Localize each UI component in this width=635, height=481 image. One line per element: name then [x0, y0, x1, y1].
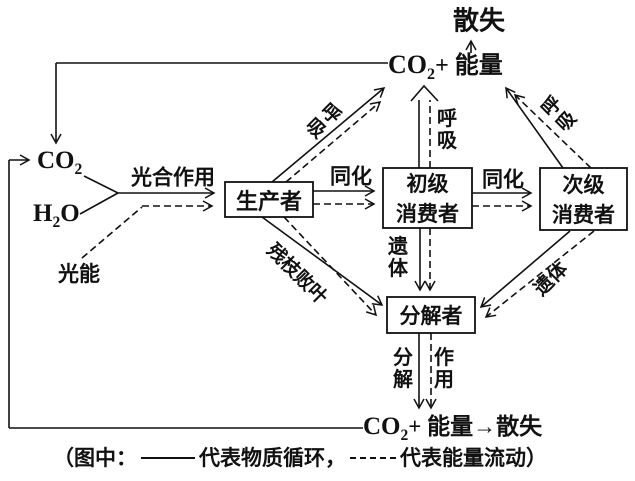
- secondary-consumer-box: [539, 167, 628, 231]
- material-cycle-top-loop: [50, 62, 388, 145]
- h2o-label: H2O: [33, 200, 80, 231]
- assimilation-arrow-2: [472, 187, 533, 212]
- material-cycle-bottom-loop: [8, 154, 363, 429]
- decomposer-box: [386, 296, 476, 334]
- action-label: 作 用: [434, 347, 454, 391]
- primary-respiration-label: 呼 吸: [437, 108, 457, 152]
- litter-arrow: [261, 216, 384, 317]
- photosynthesis-arrows: [79, 175, 216, 259]
- secondary-respiration-arrow: [505, 86, 592, 169]
- legend-dashed-line-swatch: [350, 457, 396, 460]
- assimilation-arrow-1: [313, 185, 376, 210]
- primary-consumer-label: 初级消费者: [396, 172, 459, 226]
- dissipation-top-label: 散失: [452, 6, 506, 36]
- primary-respiration-arrow: [410, 84, 439, 168]
- arrow-right-glyph: →: [473, 414, 497, 439]
- primary-consumer-box: [382, 167, 473, 229]
- assimilation-label-2: 同化: [482, 167, 524, 192]
- co2-energy-top-label: CO2+ 能量: [388, 50, 503, 84]
- light-energy-label: 光能: [58, 262, 100, 286]
- producer-box: [224, 181, 314, 218]
- co2-energy-bottom-label: CO2+ 能量→散失: [363, 413, 543, 444]
- primary-remains-arrow: [414, 228, 436, 292]
- legend-caption: （图中：代表物质循环，代表能量流动）: [53, 446, 547, 470]
- producer-label: 生产者: [235, 188, 302, 214]
- primary-remains-label: 遗 体: [388, 236, 408, 280]
- decomposition-arrow: [413, 333, 437, 410]
- co2-left-label: CO2: [37, 147, 83, 178]
- photosynthesis-label: 光合作用: [131, 165, 215, 190]
- producer-respiration-arrow: [271, 87, 386, 183]
- secondary-remains-arrow: [479, 230, 595, 318]
- legend-solid-line-swatch: [141, 457, 195, 460]
- decomposer-label: 分解者: [399, 304, 463, 328]
- decompose-label: 分 解: [393, 347, 413, 391]
- assimilation-label-1: 同化: [330, 164, 372, 189]
- secondary-consumer-label: 次级消费者: [552, 173, 615, 227]
